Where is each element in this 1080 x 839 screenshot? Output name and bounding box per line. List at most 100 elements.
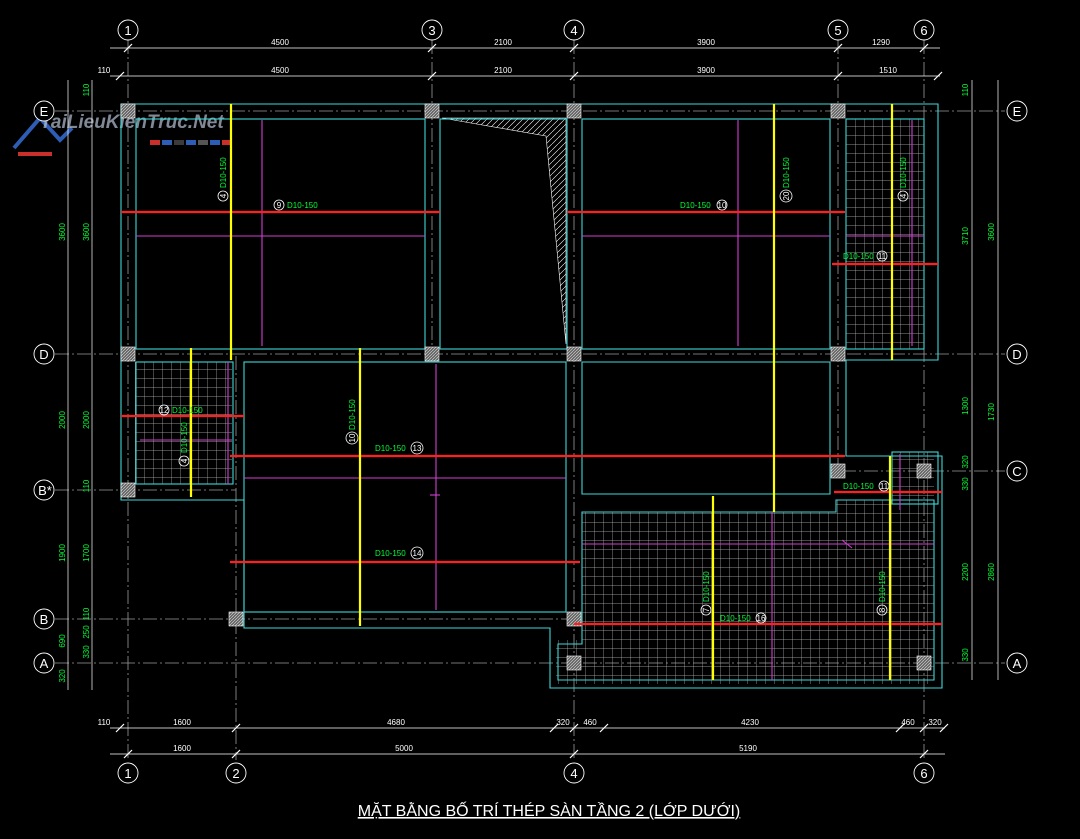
grid-bubble-top-6 [913,19,935,41]
svg-text:A: A [40,656,49,671]
svg-text:3900: 3900 [697,38,715,47]
svg-text:3710: 3710 [961,227,970,245]
bottom-bars [121,210,942,626]
svg-text:1300: 1300 [961,397,970,415]
bar-tag-11-top: D10-150 11 [843,250,888,262]
svg-text:D10-150: D10-150 [680,201,711,210]
bar-tag-12: 12 D10-150 [158,404,203,416]
mesh-areas [135,119,934,684]
bar-tag-10-mid: 10 D10-150 [345,399,359,445]
svg-text:110: 110 [82,479,91,492]
cross-bars [189,104,894,680]
svg-text:330: 330 [82,645,91,659]
svg-text:D: D [1012,347,1021,362]
watermark-text: TaiLieuKienTruc.Net [40,112,224,133]
distribution-bars [136,120,934,680]
bar-tag-20: 20 D10-150 [779,157,793,203]
svg-text:2: 2 [232,766,239,781]
svg-text:D10-150: D10-150 [843,482,874,491]
svg-text:12: 12 [160,406,169,415]
svg-text:A: A [1013,656,1022,671]
drawing-title: MẶT BẰNG BỐ TRÍ THÉP SÀN TẦNG 2 (LỚP DƯỚ… [358,800,741,820]
svg-text:2000: 2000 [58,411,67,429]
dims-top: 4500 2100 3900 1290 110 4500 2100 3900 1… [98,38,898,75]
svg-text:D10-150: D10-150 [348,399,357,430]
svg-text:5: 5 [834,23,841,38]
grid-lines [55,40,1005,760]
svg-text:4680: 4680 [387,718,405,727]
bar-tag-8: 8 D10-150 [876,571,888,616]
svg-text:20: 20 [782,191,791,200]
grid-bubbles-top [117,19,935,41]
svg-text:D10-150: D10-150 [180,422,189,453]
watermark-color-bar [150,140,232,145]
svg-text:B*: B* [38,483,52,498]
bar-tag-11-mid: D10-150 11 [843,480,890,492]
svg-text:D10-150: D10-150 [878,571,887,602]
bar-tag-10-top: D10-150 10 [680,199,728,211]
svg-text:10: 10 [718,201,727,210]
svg-text:1290: 1290 [872,38,890,47]
dims-right: 110 3710 1300 320 330 2200 330 3600 1730… [961,83,996,662]
svg-text:110: 110 [98,718,111,727]
svg-text:460: 460 [583,718,597,727]
svg-text:110: 110 [82,83,91,96]
grid-bubble-top-4 [563,19,585,41]
bar-tag-4-left: 4 D10-150 [178,422,190,467]
svg-text:3900: 3900 [697,66,715,75]
svg-text:D: D [39,347,48,362]
svg-text:C: C [1012,464,1021,479]
svg-text:5000: 5000 [395,744,413,753]
svg-text:320: 320 [58,669,67,683]
bar-tag-16: D10-150 16 [720,612,767,624]
grid-labels-bottom: 1 2 4 6 [124,766,927,781]
svg-text:6: 6 [920,23,927,38]
bar-tag-4-top-left: 4 D10-150 [217,157,229,202]
svg-text:2100: 2100 [494,66,512,75]
grid-bubbles-left [33,100,55,674]
svg-text:4500: 4500 [271,66,289,75]
svg-text:110: 110 [82,607,91,620]
bar-labels: 4 D10-150 9 D10-150 D10-150 10 20 D10-15… [158,157,909,624]
grid-labels-right: E D C A [1012,104,1021,671]
svg-text:14: 14 [413,549,422,558]
svg-text:D10-150: D10-150 [782,157,791,188]
svg-text:1600: 1600 [173,744,191,753]
svg-text:13: 13 [413,444,422,453]
svg-text:4500: 4500 [271,38,289,47]
bar-tag-7: 7 D10-150 [700,571,712,616]
grid-bubble-top-5 [827,19,849,41]
svg-text:3600: 3600 [58,223,67,241]
svg-text:330: 330 [961,648,970,662]
svg-text:8: 8 [878,607,887,612]
svg-text:1600: 1600 [173,718,191,727]
svg-text:16: 16 [757,614,766,623]
svg-text:4: 4 [899,193,908,198]
svg-text:320: 320 [928,718,942,727]
svg-text:D10-150: D10-150 [287,201,318,210]
svg-text:D10-150: D10-150 [720,614,751,623]
grid-bubble-top-3 [421,19,443,41]
svg-text:4: 4 [570,766,577,781]
stair-hatch [441,117,567,345]
watermark-logo: TaiLieuKienTruc.Net [12,112,232,156]
svg-text:11: 11 [880,482,889,491]
svg-text:2860: 2860 [987,563,996,581]
slab-outlines [120,103,943,689]
bar-tag-4-right: 4 D10-150 [897,157,909,202]
svg-text:1700: 1700 [82,544,91,562]
svg-text:110: 110 [961,83,970,96]
svg-text:D10-150: D10-150 [172,406,203,415]
svg-text:690: 690 [58,634,67,648]
svg-text:250: 250 [82,625,91,639]
svg-text:D10-150: D10-150 [843,252,874,261]
grid-bubbles-bottom [117,762,935,784]
svg-text:2000: 2000 [82,411,91,429]
svg-text:4230: 4230 [741,718,759,727]
svg-text:1: 1 [124,766,131,781]
svg-text:1: 1 [124,23,131,38]
svg-text:10: 10 [348,433,357,442]
svg-text:1730: 1730 [987,403,996,421]
svg-text:E: E [1013,104,1022,119]
columns [120,103,932,671]
